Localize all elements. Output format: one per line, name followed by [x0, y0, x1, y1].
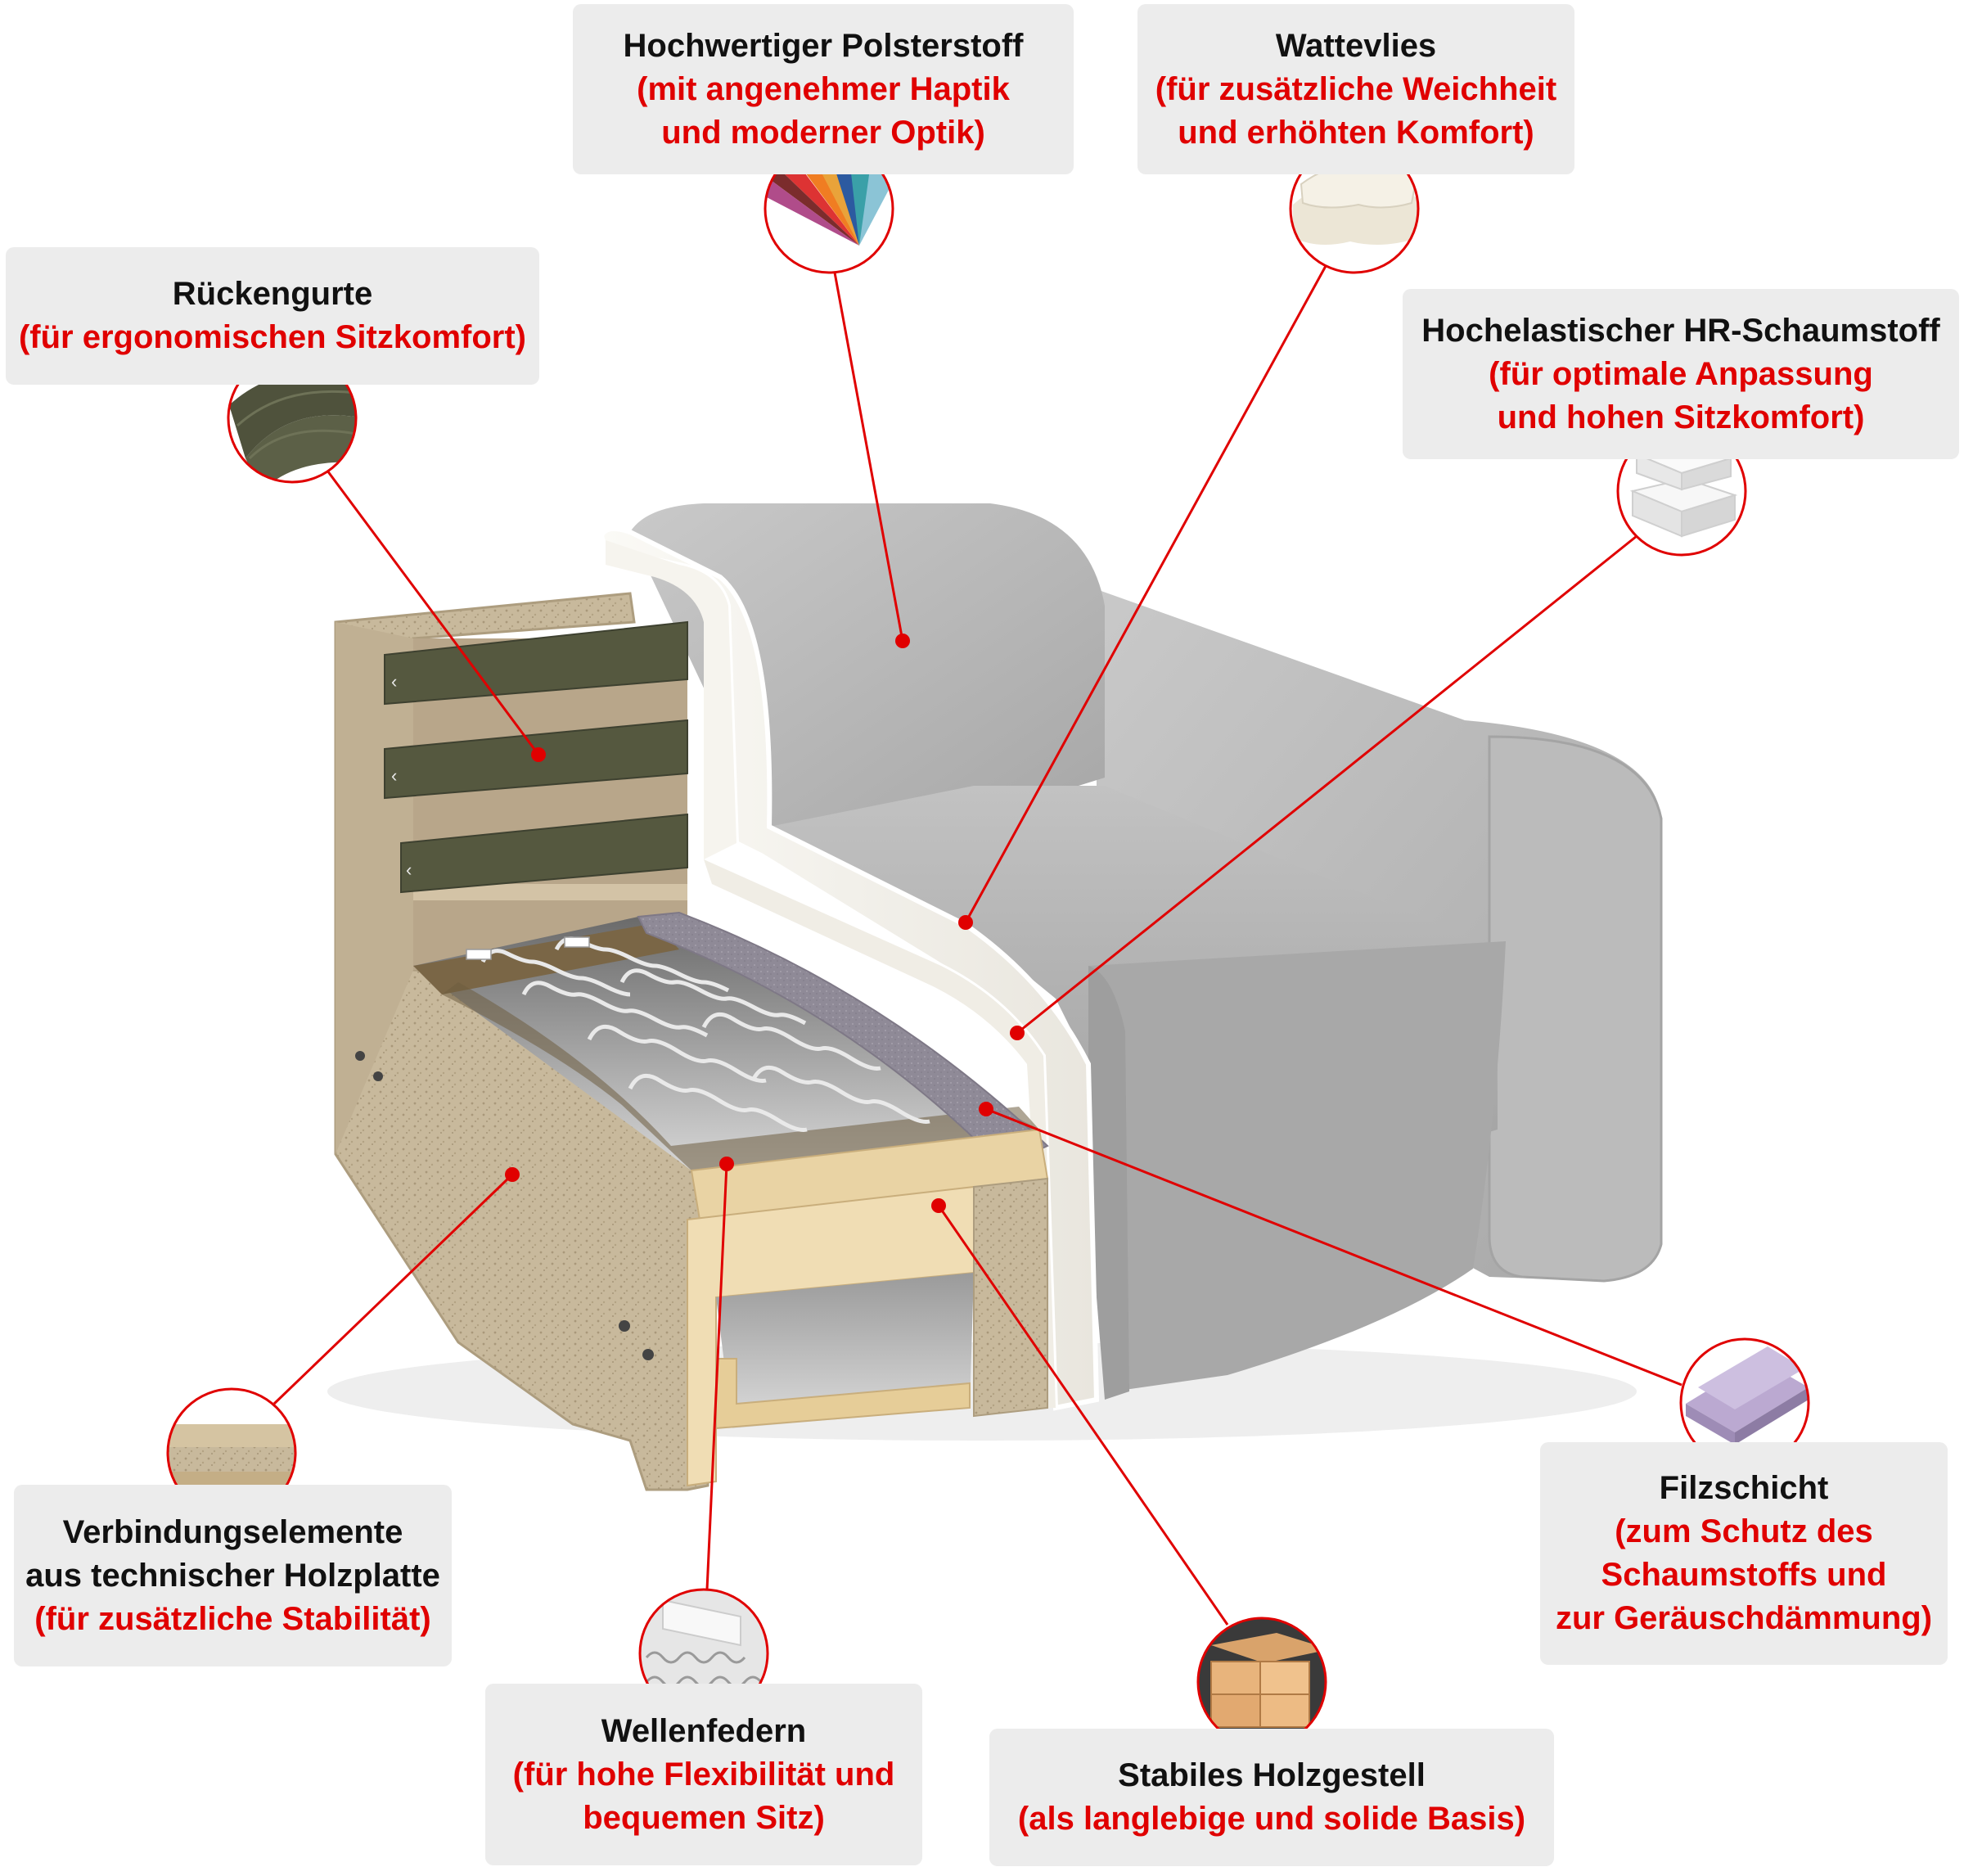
seat-cushion: [769, 786, 1506, 1400]
label-polsterstoff-title: Hochwertiger Polsterstoff: [623, 27, 1024, 64]
label-rueckengurte: Rückengurte (für ergonomischen Sitzkomfo…: [6, 247, 539, 385]
leader-wellenfedern: [705, 1163, 728, 1590]
label-filzschicht-sub1: (zum Schutz des: [1615, 1513, 1873, 1549]
label-wellenfedern-sub2: bequemen Sitz): [583, 1799, 825, 1836]
label-filzschicht-sub2: Schaumstoffs und: [1601, 1557, 1887, 1593]
label-rueckengurte-title: Rückengurte: [172, 276, 373, 312]
dot-holzgestell: [931, 1198, 946, 1213]
leader-lines: [273, 265, 1682, 1626]
leader-rueckengurte: [326, 470, 540, 755]
label-holzgestell-sub1: (als langlebige und solide Basis): [1017, 1801, 1526, 1837]
dot-schaumstoff: [1010, 1026, 1025, 1040]
label-holzgestell: Stabiles Holzgestell (als langlebige und…: [989, 1729, 1554, 1866]
label-polsterstoff-sub1: (mit angenehmer Haptik: [637, 70, 1010, 107]
label-verbindung: Verbindungselemente aus technischer Holz…: [14, 1485, 452, 1666]
label-schaumstoff: Hochelastischer HR-Schaumstoff (für opti…: [1403, 289, 1959, 459]
wood-planks-icon: [1196, 1617, 1327, 1747]
leader-wattevlies: [964, 265, 1327, 923]
leader-filzschicht: [985, 1107, 1682, 1387]
backrest-upholstery: [630, 503, 1105, 827]
wadding-fleece-icon: [1289, 143, 1420, 274]
label-schaumstoff-title: Hochelastischer HR-Schaumstoff: [1421, 312, 1940, 349]
leader-holzgestell: [937, 1205, 1229, 1626]
label-filzschicht-sub3: zur Geräuschdämmung): [1555, 1600, 1933, 1636]
leader-dots: [505, 634, 1025, 1213]
label-verbindung-title: Verbindungselemente: [62, 1513, 403, 1550]
leader-polsterstoff: [833, 272, 904, 642]
leader-verbindung: [273, 1173, 514, 1405]
dot-wattevlies: [958, 915, 973, 930]
label-wellenfedern-sub1: (für hohe Flexibilität und: [512, 1756, 895, 1793]
seat-spring-frame: [413, 917, 1039, 1211]
label-filzschicht: Filzschicht (zum Schutz des Schaumstoffs…: [1540, 1442, 1948, 1665]
label-wellenfedern-title: Wellenfedern: [601, 1712, 807, 1749]
label-verbindung-title2: aus technischer Holzplatte: [25, 1557, 440, 1594]
foam-layer: [598, 526, 1100, 1411]
svg-text:‹: ‹: [406, 859, 412, 880]
label-wellenfedern: Wellenfedern (für hohe Flexibilität und …: [485, 1684, 922, 1865]
dot-wellenfedern: [719, 1157, 734, 1171]
label-wattevlies-sub2: und erhöhten Komfort): [1178, 114, 1534, 151]
label-verbindung-sub1: (für zusätzliche Stabilität): [34, 1600, 431, 1637]
label-polsterstoff: Hochwertiger Polsterstoff (mit angenehme…: [573, 4, 1074, 174]
dot-polsterstoff: [895, 634, 910, 648]
svg-text:‹: ‹: [391, 671, 397, 692]
label-wattevlies: Wattevlies (für zusätzliche Weichheit un…: [1137, 4, 1574, 174]
label-filzschicht-title: Filzschicht: [1659, 1470, 1829, 1506]
dot-filzschicht: [979, 1102, 993, 1116]
label-holzgestell-title: Stabiles Holzgestell: [1118, 1757, 1426, 1793]
label-polsterstoff-sub2: und moderner Optik): [661, 114, 985, 151]
label-wattevlies-title: Wattevlies: [1275, 27, 1437, 64]
webbing-strap-icon: [227, 353, 358, 484]
felt-layer: [637, 911, 1049, 1168]
dot-rueckengurte: [531, 747, 546, 762]
wooden-frame: [687, 1128, 1049, 1487]
dot-verbindung: [505, 1167, 520, 1182]
foam-blocks-icon: [1616, 426, 1747, 557]
label-schaumstoff-sub2: und hohen Sitzkomfort): [1497, 399, 1865, 435]
label-rueckengurte-sub1: (für ergonomischen Sitzkomfort): [18, 319, 527, 355]
sofa-illustration: ‹ ‹ ‹: [327, 503, 1663, 1491]
leader-schaumstoff: [1016, 534, 1637, 1035]
label-schaumstoff-sub1: (für optimale Anpassung: [1489, 355, 1873, 392]
svg-text:‹: ‹: [391, 765, 397, 786]
label-wattevlies-sub1: (für zusätzliche Weichheit: [1155, 70, 1557, 107]
